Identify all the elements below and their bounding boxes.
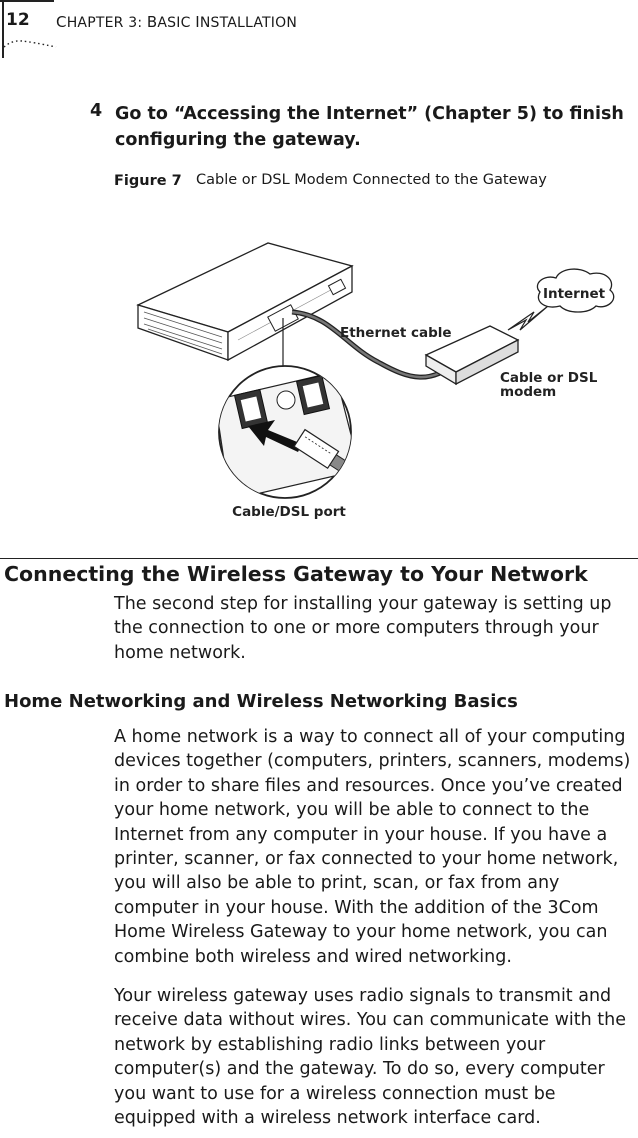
modem-label-line2: modem — [500, 384, 556, 400]
paragraph-wireless: Your wireless gateway uses radio signals… — [114, 986, 626, 1129]
port-magnifier — [218, 365, 352, 499]
ethernet-cable-label: Ethernet cable — [340, 325, 452, 341]
step-number: 4 — [90, 101, 103, 121]
section-rule — [0, 558, 638, 559]
port-label: Cable/DSL port — [232, 504, 346, 520]
figure-caption: Cable or DSL Modem Connected to the Gate… — [196, 172, 547, 188]
subsection-heading: Home Networking and Wireless Networking … — [4, 691, 518, 712]
page-number: 12 — [6, 10, 30, 30]
header-horizontal-rule — [0, 0, 54, 2]
modem-label-line1: Cable or DSL — [500, 370, 598, 386]
internet-label: Internet — [543, 286, 606, 302]
chapter-title: CHAPTER 3: BASIC INSTALLATION — [56, 13, 298, 31]
paragraph-home-network: A home network is a way to connect all o… — [114, 727, 631, 967]
figure-label: Figure 7 — [114, 173, 182, 189]
step-text: Go to “Accessing the Internet” (Chapter … — [115, 104, 624, 150]
header-dotted-curve — [3, 40, 57, 48]
section-intro: The second step for installing your gate… — [114, 594, 612, 663]
section-heading: Connecting the Wireless Gateway to Your … — [4, 562, 588, 586]
header-vertical-rule — [2, 0, 4, 58]
modem-connection-illustration: Internet Ethernet cable Cable or DSL mod… — [136, 242, 615, 520]
